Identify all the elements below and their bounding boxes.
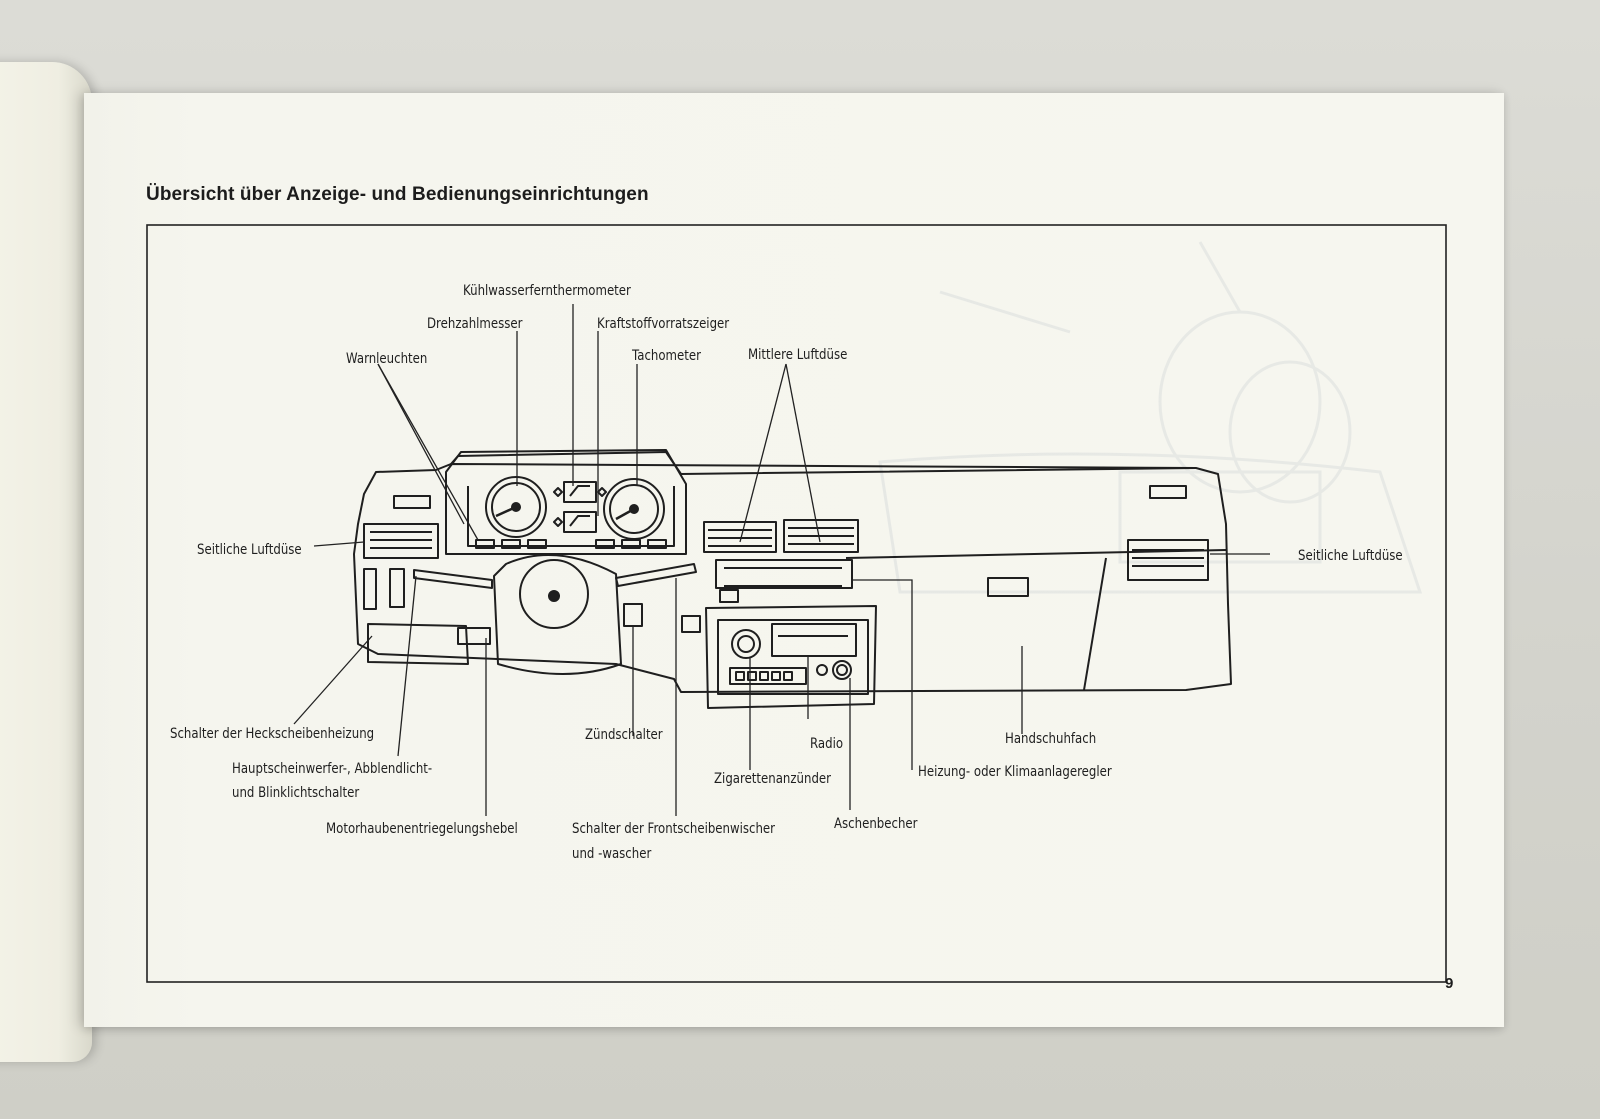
label-hauptscheinwerfer-line1: Hauptscheinwerfer-, Abblendlicht- <box>232 761 433 777</box>
hood-release-icon <box>457 627 491 645</box>
center-vent-left-icon <box>703 521 777 553</box>
label-radio: Radio <box>810 736 844 752</box>
instrument-cluster-icon <box>445 449 687 555</box>
temperature-gauge-icon <box>563 481 597 503</box>
leader-warnleuchten <box>377 363 479 541</box>
label-drehzahlmesser: Drehzahlmesser <box>427 316 523 332</box>
label-kraftstoffvorratszeiger: Kraftstoffvorratszeiger <box>597 316 730 332</box>
previous-page-edge <box>0 62 92 1062</box>
label-zuendschalter: Zündschalter <box>585 727 663 743</box>
label-seitliche-luftduese-left: Seitliche Luftdüse <box>197 542 302 558</box>
label-heizung-klimaanlageregler: Heizung- oder Klimaanlageregler <box>918 764 1112 780</box>
tachometer-gauge-icon <box>485 476 547 538</box>
glovebox-handle-icon <box>987 577 1029 597</box>
label-kuehlwasserfernthermometer: Kühlwasserfernthermometer <box>463 283 631 299</box>
radio-unit-icon <box>771 623 857 657</box>
dashboard-outline-icon <box>353 463 1232 693</box>
label-aschenbecher: Aschenbecher <box>834 816 918 832</box>
leader-seitliche-left <box>313 541 365 547</box>
ashtray-knob-icon <box>832 660 852 680</box>
leader-heckscheibe <box>293 635 373 725</box>
ignition-switch-icon <box>623 603 643 627</box>
cigarette-lighter-icon <box>731 629 761 659</box>
label-warnleuchten: Warnleuchten <box>346 351 428 367</box>
left-side-vent-icon <box>363 523 439 559</box>
leader-mittlere-1 <box>739 363 787 543</box>
dashboard-diagram <box>146 224 1450 986</box>
label-heckscheibenheizung: Schalter der Heckscheibenheizung <box>170 726 375 742</box>
label-tachometer: Tachometer <box>632 348 701 364</box>
label-seitliche-luftduese-right: Seitliche Luftdüse <box>1298 548 1403 564</box>
diagram-border <box>146 224 1447 983</box>
label-mittlere-luftduese: Mittlere Luftdüse <box>748 347 848 363</box>
leader-heizung <box>852 579 913 770</box>
page-title: Übersicht über Anzeige- und Bedienungsei… <box>146 184 649 205</box>
label-frontscheibenwischer-line2: und -wascher <box>572 846 652 862</box>
center-console-icon <box>705 605 877 709</box>
center-vent-right-icon <box>783 519 859 553</box>
label-frontscheibenwischer-line1: Schalter der Frontscheibenwischer <box>572 821 776 837</box>
warning-lights-icon <box>475 539 495 549</box>
steering-wheel-icon <box>493 554 622 675</box>
right-side-vent-icon <box>1127 539 1209 581</box>
label-handschuhfach: Handschuhfach <box>1005 731 1097 747</box>
rear-defroster-switch-icon <box>389 568 405 608</box>
fuel-gauge-icon <box>563 511 597 533</box>
leader-hauptscheinwerfer <box>397 575 417 757</box>
leader-mittlere-2 <box>785 363 821 543</box>
label-motorhaubenentriegelungshebel: Motorhaubenentriegelungshebel <box>326 821 518 837</box>
label-zigarettenanzuender: Zigarettenanzünder <box>714 771 831 787</box>
page-number: 9 <box>1445 975 1454 992</box>
label-hauptscheinwerfer-line2: und Blinklichtschalter <box>232 785 360 801</box>
